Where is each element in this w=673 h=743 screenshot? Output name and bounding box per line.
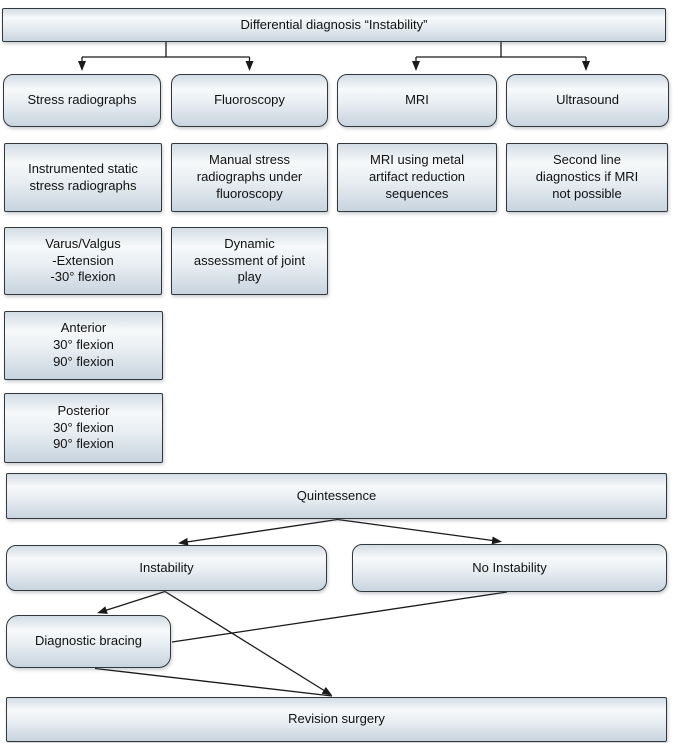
node-quintessence: Quintessence [6,473,667,519]
node-mri-mars: MRI using metal artifact reduction seque… [337,143,497,212]
node-label: Fluoroscopy [214,92,285,108]
node-label: Revision surgery [288,711,385,727]
node-instability: Instability [6,545,327,591]
node-label: Instability [139,559,194,575]
node-manual-stress: Manual stress radiographs under fluorosc… [171,143,328,212]
line-diagnostic-bracing-revision-surgery [94,667,333,697]
node-label: Varus/Valgus -Extension -30° flexion [45,235,121,285]
node-revision-surgery: Revision surgery [6,697,667,742]
node-diagnostic-bracing: Diagnostic bracing [6,615,171,668]
node-title: Differential diagnosis “Instability” [2,8,666,42]
node-label: Ultrasound [556,92,619,108]
node-fluoroscopy: Fluoroscopy [171,74,328,127]
node-label: MRI using metal artifact reduction seque… [368,152,466,201]
node-ultrasound: Ultrasound [506,74,669,127]
node-varus-valgus: Varus/Valgus -Extension -30° flexion [4,227,162,295]
connector-elbow-right [416,42,586,58]
node-stress-radiographs: Stress radiographs [3,74,161,127]
node-label: Stress radiographs [27,92,137,108]
node-label: Dynamic assessment of joint play [193,235,306,285]
node-label: Anterior 30° flexion 90° flexion [53,320,114,369]
node-label: Second line diagnostics if MRI not possi… [535,152,639,201]
node-title-label: Differential diagnosis “Instability” [240,16,428,32]
node-mri: MRI [337,74,497,127]
node-no-instability: No Instability [352,544,667,592]
arrow-quintessence-instability [178,518,338,546]
node-second-line: Second line diagnostics if MRI not possi… [506,143,668,212]
node-anterior: Anterior 30° flexion 90° flexion [4,311,163,380]
node-label: Posterior 30° flexion 90° flexion [53,402,114,452]
connector-elbow-left [82,42,250,58]
node-posterior: Posterior 30° flexion 90° flexion [4,393,163,463]
arrow-instability-revision-surgery [164,590,333,696]
arrow-instability-diagnostic-bracing [97,590,166,614]
node-label: Quintessence [296,487,377,503]
line-no-instability-diagnostic-bracing [171,591,508,643]
arrow-quintessence-no-instability [337,518,502,545]
node-label: Manual stress radiographs under fluorosc… [196,152,303,201]
node-label: Diagnostic bracing [35,633,142,649]
node-label: Instrumented static stress radiographs [28,160,138,193]
node-label: MRI [405,92,429,108]
node-label: No Instability [472,559,547,575]
node-dynamic-assessment: Dynamic assessment of joint play [171,227,328,295]
node-instrumented-static: Instrumented static stress radiographs [4,143,162,212]
